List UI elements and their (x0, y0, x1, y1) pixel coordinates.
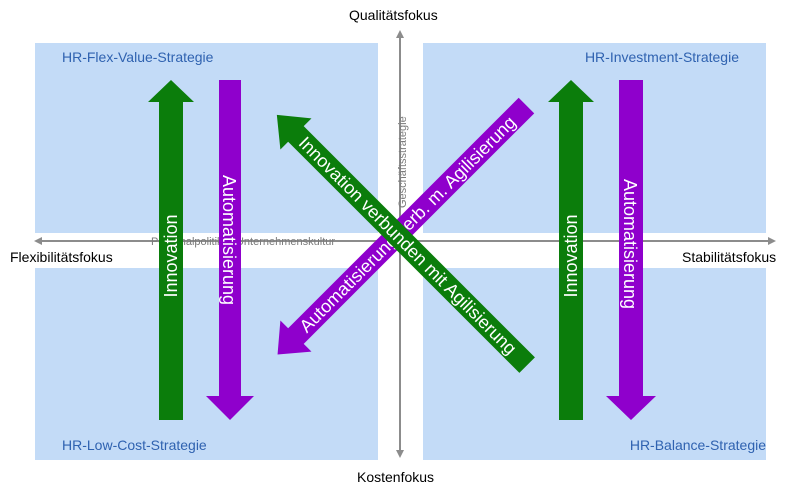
quadrant-label-investment: HR-Investment-Strategie (584, 49, 739, 65)
axis-label-left: Flexibilitätsfokus (10, 249, 113, 265)
quadrant-label-balance: HR-Balance-Strategie (629, 437, 766, 453)
quadrant-bottom-right (423, 268, 766, 460)
axis-label-bottom: Kostenfokus (357, 469, 435, 485)
innovation-arrow-right (548, 80, 594, 420)
axis-label-right: Stabilitätsfokus (682, 249, 777, 265)
quadrant-label-flex-value: HR-Flex-Value-Strategie (62, 49, 214, 65)
quadrant-top-left (35, 43, 378, 233)
axis-label-top: Qualitätsfokus (349, 7, 438, 23)
vertical-axis-note: Geschäftsstrategie (397, 116, 409, 208)
diagonal-green-arrow (276, 114, 535, 373)
innovation-arrow-left-label: Innovation (161, 214, 181, 297)
automatisierung-arrow-right (606, 80, 656, 420)
automatisierung-arrow-right-label: Automatisierung (620, 179, 640, 309)
innovation-arrow-right-label: Innovation (561, 214, 581, 297)
automatisierung-arrow-left-label: Automatisierung (219, 175, 239, 305)
innovation-arrow-left (148, 80, 194, 420)
diagonal-purple-arrow (277, 97, 535, 355)
quadrant-label-low-cost: HR-Low-Cost-Strategie (62, 437, 207, 453)
horizontal-axis-note: Personalpolitik & Unternehmenskultur (151, 236, 335, 248)
automatisierung-arrow-left (206, 80, 254, 420)
